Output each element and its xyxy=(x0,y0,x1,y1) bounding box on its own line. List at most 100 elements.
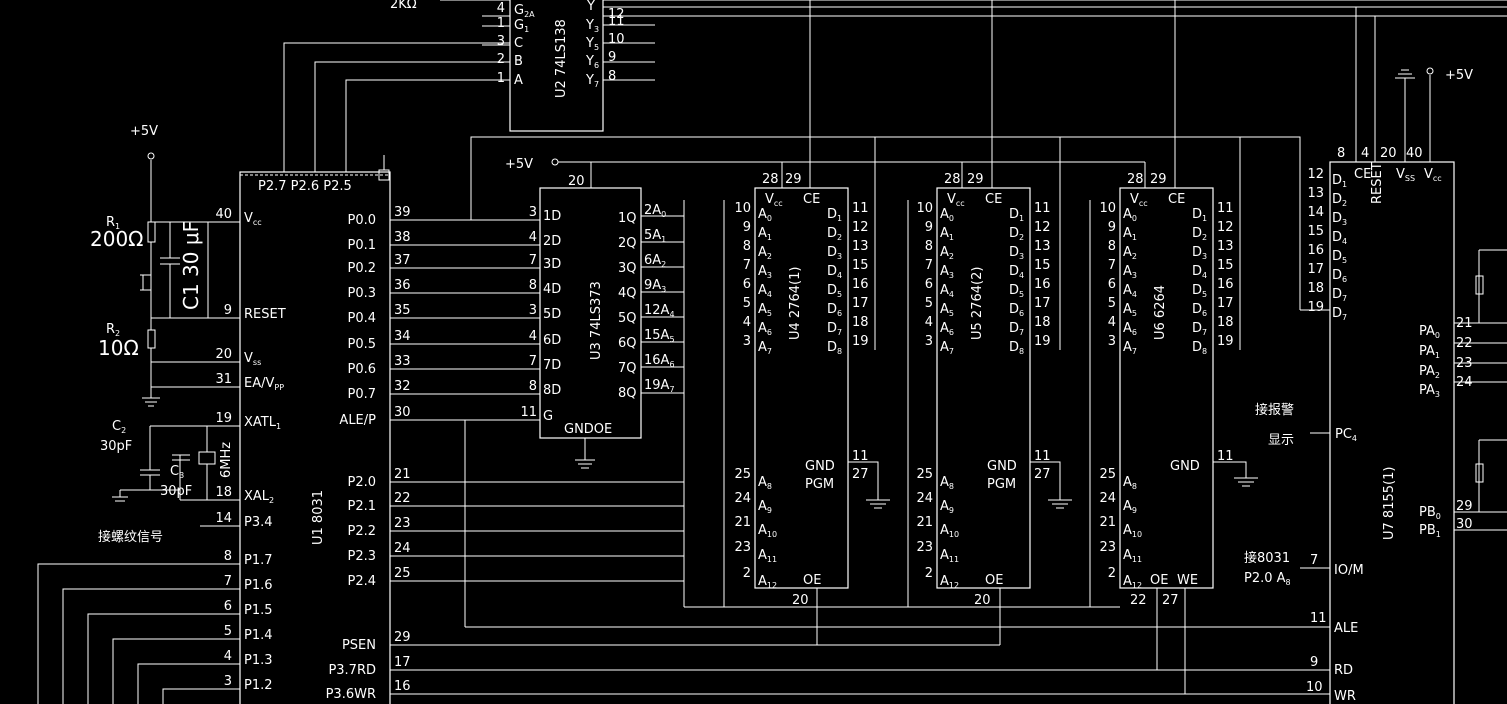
wires xyxy=(37,0,1507,704)
u1-pin-label: P0.0 xyxy=(347,213,376,228)
u2-out-label: Y3 xyxy=(585,18,599,34)
mem-data-num: 19 xyxy=(1217,334,1234,349)
mem-vcc: Vcc xyxy=(947,192,965,208)
u6-body xyxy=(1119,187,1214,589)
u7-data-label: D2 xyxy=(1332,192,1347,208)
u7-data-num: 18 xyxy=(1307,281,1324,296)
u3-pin-label: 2D xyxy=(543,234,561,249)
u7-vss: VSS xyxy=(1396,167,1415,183)
u3-pin-label: 5D xyxy=(543,307,561,322)
mem-data-label: D3 xyxy=(827,245,842,261)
mem-addr-num: 21 xyxy=(734,515,751,530)
mem-data-label: D8 xyxy=(1192,340,1207,356)
u1-pin-label: P1.6 xyxy=(244,578,273,593)
mem-addr-num: 8 xyxy=(1108,239,1116,254)
u3-pin-num: 8 xyxy=(529,278,537,293)
u3-pin-label: 1D xyxy=(543,209,561,224)
u7-wr-num: 10 xyxy=(1306,680,1323,695)
mem-data-label: D6 xyxy=(1009,302,1024,318)
annotation-display: 显示 xyxy=(1268,433,1294,448)
power-terminal xyxy=(1426,67,1434,75)
mem-data-label: D1 xyxy=(1192,207,1207,223)
mem-addr-label: A4 xyxy=(940,283,954,299)
mem-gnd: GND xyxy=(987,459,1017,474)
mem-pgm-pin: 27 xyxy=(1034,467,1051,482)
u3-q-label: 8Q xyxy=(618,386,637,401)
mem-addr-label: A6 xyxy=(1123,321,1137,337)
u1-pin-num: 39 xyxy=(394,205,411,220)
mem-addr-label: A2 xyxy=(1123,245,1137,261)
u2-body xyxy=(509,0,604,132)
u5-body xyxy=(936,187,1031,589)
u1-pin-label: P0.6 xyxy=(347,362,376,377)
mem-data-num: 11 xyxy=(852,201,869,216)
mem-oe-pin: 20 xyxy=(792,593,809,608)
power-terminal xyxy=(551,158,559,166)
mem-addr-label: A8 xyxy=(1123,475,1137,491)
u2-pin-label: B xyxy=(514,54,523,69)
u2-pin-num: 2 xyxy=(497,52,505,67)
mem-chip-name: U6 6264 xyxy=(1153,285,1168,340)
power-terminal xyxy=(147,152,155,160)
u1-pin-num: 6 xyxy=(224,599,232,614)
mem-addr-label: A7 xyxy=(758,340,772,356)
u1-pin-label: P1.2 xyxy=(244,678,273,693)
c2-name: C2 xyxy=(112,419,126,435)
mem-data-label: D3 xyxy=(1009,245,1024,261)
mem-data-num: 15 xyxy=(1217,258,1234,273)
mem-we-pin: 27 xyxy=(1162,593,1179,608)
u3-pin-label: 3D xyxy=(543,257,561,272)
u1-pin-num: 38 xyxy=(394,230,411,245)
u3-pin-label: 4D xyxy=(543,282,561,297)
mem-data-num: 16 xyxy=(1034,277,1051,292)
c3-name: C3 xyxy=(170,464,184,480)
mem-data-label: D7 xyxy=(827,321,842,337)
u7-iom-label: IO/M xyxy=(1334,563,1364,578)
mem-addr-label: A10 xyxy=(1123,523,1142,539)
mem-addr-num: 6 xyxy=(1108,277,1116,292)
u1-pin-num: 23 xyxy=(394,516,411,531)
u1-pin-label: P1.4 xyxy=(244,628,273,643)
mem-addr-label: A10 xyxy=(758,523,777,539)
annotation-8031: 接8031 xyxy=(1244,550,1290,566)
u7-data-num: 13 xyxy=(1307,186,1324,201)
u7-data-label: D4 xyxy=(1332,230,1347,246)
mem-chip-name: U4 2764(1) xyxy=(788,267,803,340)
u7-data-label: D7 xyxy=(1332,306,1347,322)
u7-pa-label: PA2 xyxy=(1419,364,1440,380)
u7-pin-20: 20 xyxy=(1380,146,1397,161)
annotation-p20-a8: P2.0 A8 xyxy=(1244,571,1291,587)
u1-name: U1 8031 xyxy=(311,490,326,545)
u3-q-label: 7Q xyxy=(618,361,637,376)
u7-pa-num: 21 xyxy=(1456,316,1473,331)
mem-addr-label: A0 xyxy=(940,207,954,223)
u3-vcc-pin: 20 xyxy=(568,174,585,189)
mem-oe: OE xyxy=(803,573,821,588)
u3-q-label: 6Q xyxy=(618,336,637,351)
mem-data-num: 15 xyxy=(852,258,869,273)
u7-data-num: 15 xyxy=(1307,224,1324,239)
mem-addr-label: A5 xyxy=(1123,302,1137,318)
mem-addr-label: A7 xyxy=(940,340,954,356)
u1-pin-num: 8 xyxy=(224,549,232,564)
u1-pin-label: P3.4 xyxy=(244,515,273,530)
u1-pin-num: 36 xyxy=(394,278,411,293)
mem-addr-num: 2 xyxy=(1108,566,1116,581)
u1-pin-num: 16 xyxy=(394,679,411,694)
u7-pa-num: 23 xyxy=(1456,356,1473,371)
u2-name: U2 74LS138 xyxy=(554,19,569,98)
u2-out-label: Y7 xyxy=(585,73,599,89)
mem-addr-label: A3 xyxy=(1123,264,1137,280)
u1-pin-num: 35 xyxy=(394,303,411,318)
u1-pin-label: ALE/P xyxy=(339,413,376,428)
mem-gnd-pin: 11 xyxy=(1034,449,1051,464)
u1-pin-label: P1.7 xyxy=(244,553,273,568)
mem-data-label: D3 xyxy=(1192,245,1207,261)
u2-pin-num: 1 xyxy=(497,16,505,31)
r1-value: 200Ω xyxy=(90,227,143,251)
u7-wr-label: WR xyxy=(1334,689,1356,704)
mem-addr-label: A1 xyxy=(758,226,772,242)
mem-addr-label: A7 xyxy=(1123,340,1137,356)
mem-data-num: 12 xyxy=(1217,220,1234,235)
mem-addr-num: 4 xyxy=(925,315,933,330)
